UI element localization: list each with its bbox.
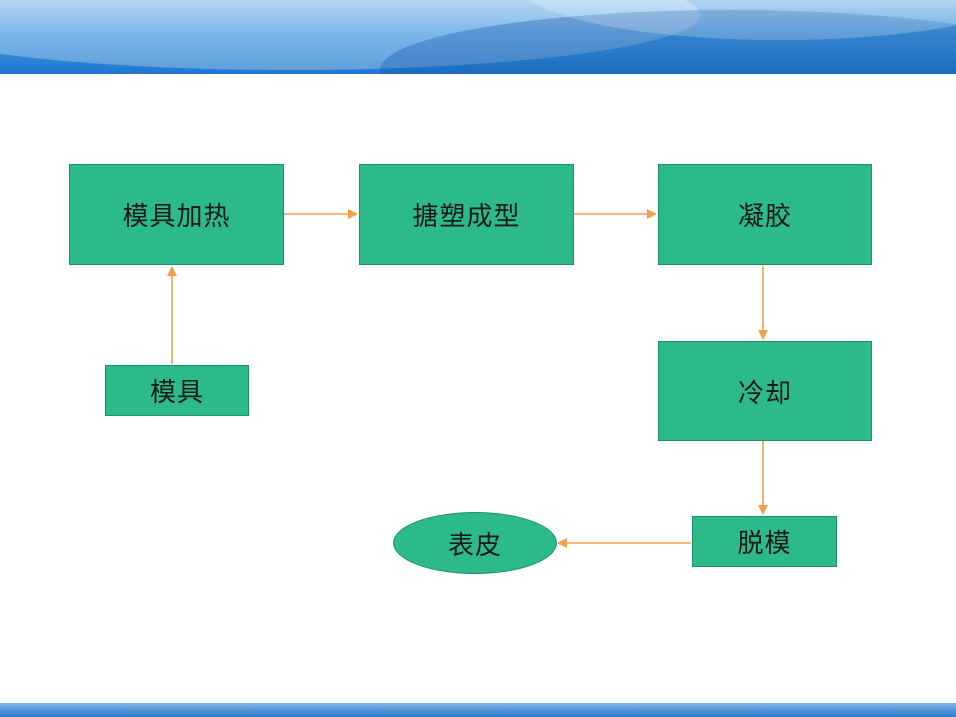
node-slush-molding: 搪塑成型 [359,164,574,265]
header-banner [0,0,956,74]
node-demolding: 脱模 [692,516,837,567]
node-skin: 表皮 [393,512,557,574]
node-label: 模具 [149,378,204,408]
footer-bar [0,703,956,717]
node-label: 冷却 [737,378,792,409]
node-label: 表皮 [447,530,502,561]
node-label: 搪塑成型 [412,202,521,232]
node-label: 凝胶 [737,202,792,232]
node-label: 脱模 [737,529,792,559]
node-gelation: 凝胶 [658,164,872,265]
node-mold-heating: 模具加热 [69,164,284,265]
node-cooling: 冷却 [658,341,872,441]
node-mold: 模具 [105,365,249,416]
node-label: 模具加热 [122,202,231,232]
